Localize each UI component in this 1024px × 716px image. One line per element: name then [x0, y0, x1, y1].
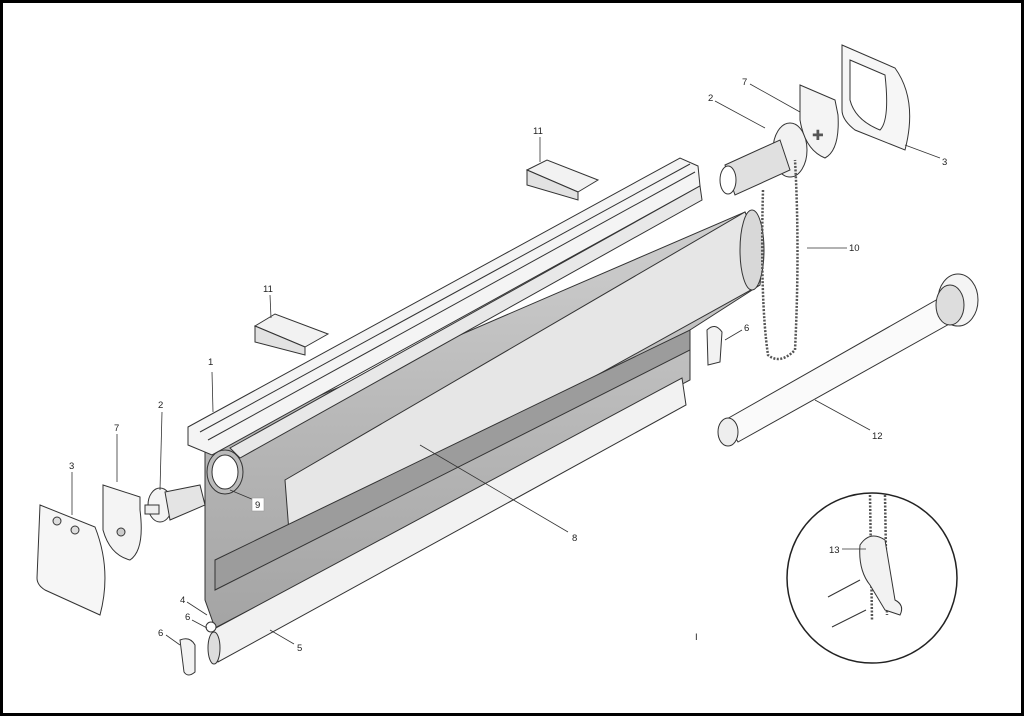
chain — [760, 159, 799, 361]
label-drive-right: 2 — [708, 93, 713, 104]
end-cap-left — [36, 504, 106, 616]
label-fabric: 8 — [572, 533, 577, 544]
label-plate-right: 7 — [742, 77, 747, 88]
label-endcap-left: 3 — [69, 461, 74, 472]
label-headrail: 1 — [208, 357, 213, 368]
label-tube: 9 — [255, 500, 260, 511]
label-chain-guide: 13 — [829, 545, 840, 556]
label-clip-right: 6 — [744, 323, 749, 334]
mount-plate-left — [102, 484, 142, 561]
page-marker: I — [695, 632, 698, 643]
bracket-upper — [525, 159, 600, 201]
label-endcap-right: 3 — [942, 157, 947, 168]
clip-right — [706, 326, 723, 366]
label-roller-tube: 12 — [872, 431, 883, 442]
end-cap-right — [841, 44, 911, 151]
mount-plate-right: ✚ — [799, 84, 839, 159]
clip-left — [179, 638, 196, 676]
label-chain: 10 — [849, 243, 860, 254]
drive-unit-left — [144, 484, 206, 523]
bracket-lower — [253, 313, 330, 356]
drive-unit-right — [719, 122, 808, 196]
svg-text:✚: ✚ — [812, 128, 824, 144]
label-clip-b: 6 — [158, 628, 163, 639]
label-clip-a: 6 — [185, 612, 190, 623]
fabric-roll — [204, 209, 765, 629]
roller-tube-12 — [717, 273, 979, 447]
label-bracket-lower: 11 — [263, 284, 273, 295]
leader-lines — [71, 83, 941, 646]
label-bottom-rail-end: 4 — [180, 595, 185, 606]
bottom-rail — [205, 377, 687, 665]
label-bottom-rail: 5 — [297, 643, 302, 654]
chain-guide-inset — [786, 492, 958, 664]
roller-tube-end — [206, 449, 244, 495]
label-plate-left: 7 — [114, 423, 119, 434]
label-tube-box — [251, 497, 265, 512]
label-drive-left: 2 — [158, 400, 163, 411]
label-bracket-upper: 11 — [533, 126, 543, 137]
